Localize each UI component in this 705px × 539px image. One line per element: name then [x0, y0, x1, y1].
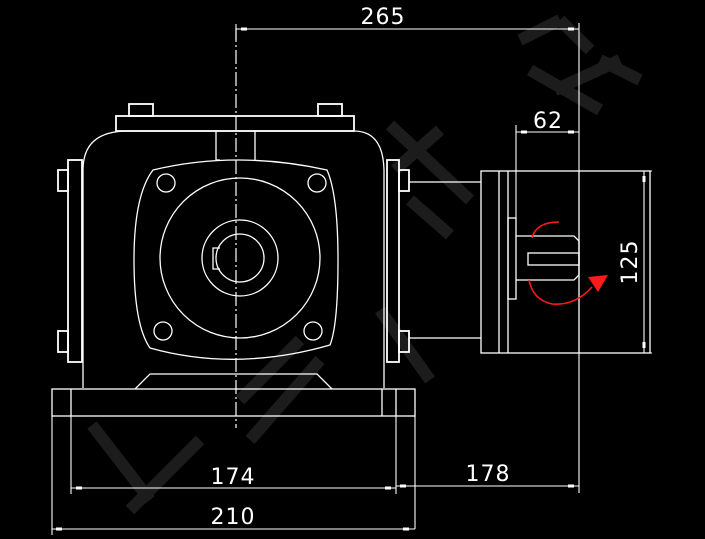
input-connector — [409, 181, 481, 339]
bolt-hole-icon — [307, 173, 327, 193]
watermark — [87, 14, 643, 515]
dimension-265: 265 — [235, 5, 580, 171]
bolt-hole-icon — [156, 173, 176, 193]
bolt-hole-icon — [153, 321, 173, 341]
dimension-178: 178 — [396, 353, 580, 529]
dim-label-125: 125 — [618, 240, 643, 285]
base-saddle — [134, 373, 333, 390]
dim-label-265: 265 — [361, 5, 406, 30]
dim-label-178: 178 — [466, 462, 511, 487]
front-flange — [133, 159, 339, 360]
dimension-62: 62 — [515, 109, 579, 218]
top-cover — [115, 103, 355, 161]
base-plate — [51, 388, 416, 417]
input-flange — [480, 170, 651, 354]
dimension-125: 125 — [579, 170, 652, 354]
dim-label-210: 210 — [211, 505, 256, 530]
dimension-174: 174 — [70, 416, 397, 494]
left-side-flange — [57, 159, 83, 363]
rotation-arrow-icon — [528, 221, 608, 305]
dim-label-62: 62 — [533, 109, 563, 134]
dimension-210: 210 — [51, 416, 415, 535]
bolt-hole-icon — [303, 321, 323, 341]
right-side-flange — [386, 159, 410, 363]
dim-label-174: 174 — [211, 465, 256, 490]
housing-outline — [82, 130, 385, 388]
